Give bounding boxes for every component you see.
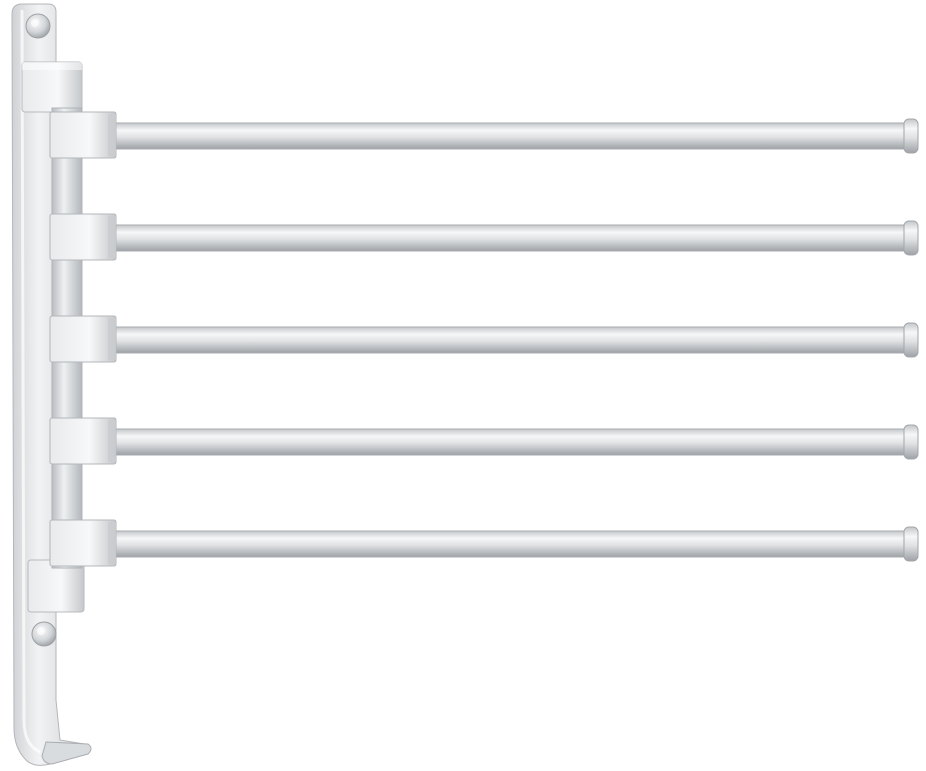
towel-arm-hinge (49, 417, 117, 465)
swivel-arms (49, 111, 919, 567)
screw-bottom-icon (31, 621, 57, 647)
towel-arm-hinge-edge (108, 522, 116, 564)
towel-arm (49, 519, 919, 567)
towel-arm-rod (111, 326, 909, 354)
towel-arm-end-cap (903, 424, 919, 460)
towel-arm-hinge-edge (108, 216, 116, 258)
hook (41, 741, 92, 765)
towel-arm (49, 213, 919, 261)
towel-arm-rod (111, 224, 909, 252)
towel-arm-hinge (49, 213, 117, 261)
towel-arm (49, 417, 919, 465)
towel-arm (49, 111, 919, 159)
towel-arm-end-cap (903, 322, 919, 358)
towel-arm-hinge-edge (108, 420, 116, 462)
towel-arm-hinge-edge (108, 318, 116, 360)
towel-arm-hinge-edge (108, 114, 116, 156)
towel-arm-end-cap (903, 526, 919, 562)
towel-arm-rod (111, 428, 909, 456)
towel-arm-rod (111, 530, 909, 558)
screw-top-icon (25, 13, 51, 39)
towel-arm-hinge (49, 519, 117, 567)
top-collar (21, 61, 83, 113)
towel-arm-hinge (49, 315, 117, 363)
towel-arm-end-cap (903, 118, 919, 154)
towel-arm-end-cap (903, 220, 919, 256)
towel-arm-rod (111, 122, 909, 150)
towel-arm-hinge (49, 111, 117, 159)
towel-arm (49, 315, 919, 363)
